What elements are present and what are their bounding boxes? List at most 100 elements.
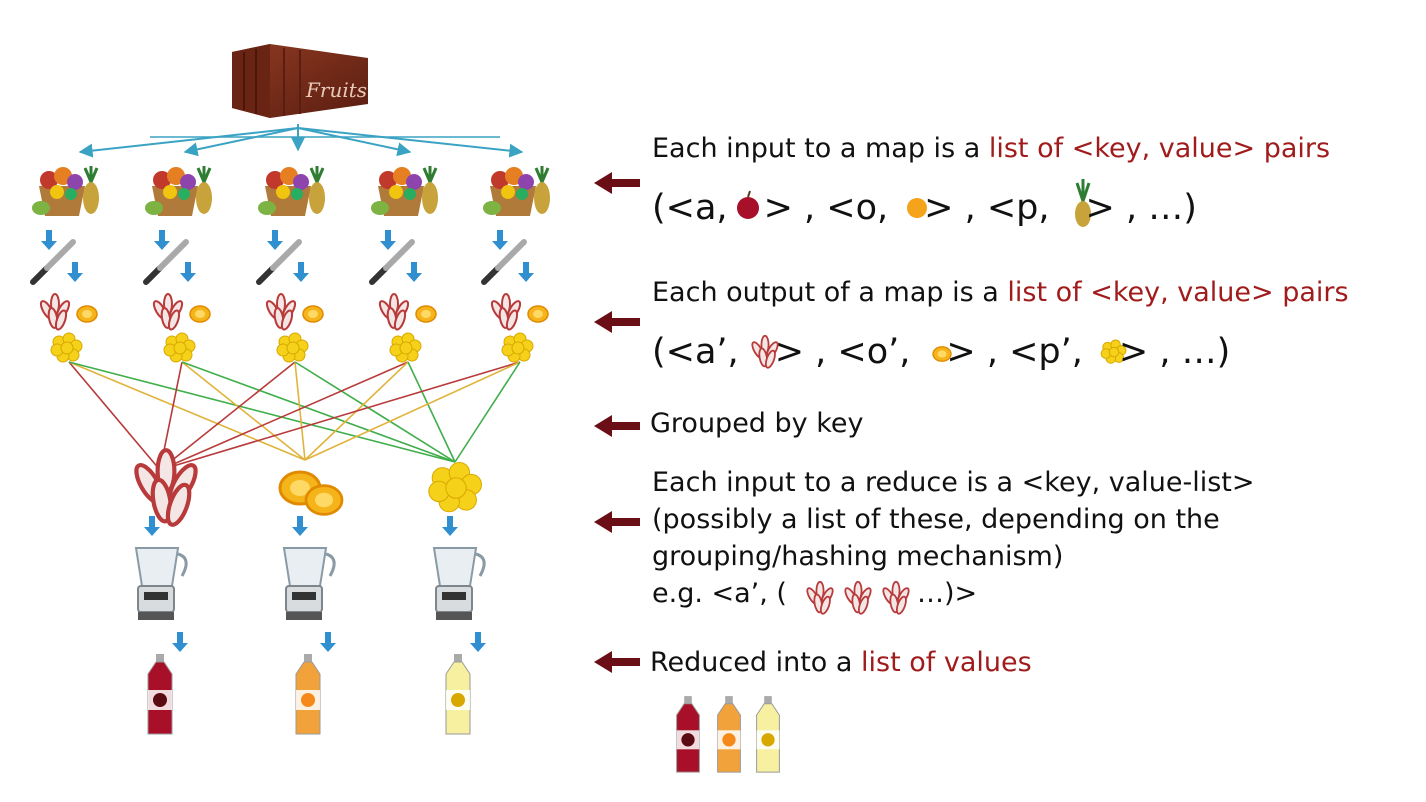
note-reduce-line-2: grouping/hashing mechanism) [652,541,1064,572]
juice-bottle-icon [445,654,471,735]
orange-slice-icon [189,305,211,323]
note-arrow-icon [594,415,640,437]
tuple-sep1: > , <o’, [774,332,911,372]
fruit-basket-icon [32,166,99,216]
note-map-input: Each input to a map is a list of <key, v… [652,132,1330,166]
note-arrow-icon [594,172,640,194]
orange-slice-icon [932,346,952,362]
apple-slice-icon [490,293,522,331]
apple-slice-icon [378,293,410,331]
tuple-close: > , …) [1085,188,1197,228]
note-arrow-icon [594,651,640,673]
reduce-column [278,470,344,735]
note-reduced: Reduced into a list of values [650,646,1032,680]
shuffle-lines [68,361,521,471]
down-arrow-icon [41,230,57,250]
apple-slice-icon [152,293,184,331]
container-icon: Fruits [232,44,368,118]
orange-slice-icon [527,305,549,323]
blender-icon [134,547,188,620]
map-column [256,166,325,363]
down-arrow-icon [267,230,283,250]
apple-slice-icon [844,580,872,615]
pineapple-chunk-icon [428,462,482,513]
note-reduce-example: e.g. <a’, ( …)> [652,577,977,611]
down-arrow-icon [470,632,486,652]
juice-bottle-icon [147,654,173,735]
fruit-basket-icon [258,166,325,216]
note-arrow-icon [594,311,640,333]
fanout-arrows [78,124,524,158]
reduce-column [134,448,198,735]
down-arrow-icon [406,262,422,282]
tuple-sep1: > , <o, [763,188,889,228]
fruit-basket-icon [483,166,550,216]
note-map-output-highlight: list of <key, value> pairs [1007,277,1349,308]
blender-icon [282,547,336,620]
apple-slice-icon [751,334,779,369]
orange-icon [907,198,927,218]
note-reduce-input-text: Each input to a reduce is a <key, value-… [652,467,1255,498]
blender-icon [432,547,486,620]
map-column [369,166,438,363]
container-label: Fruits [305,78,367,102]
apple-icon [737,190,759,219]
down-arrow-icon [492,230,508,250]
juice-bottle-icon [676,696,700,773]
down-arrow-icon [518,262,534,282]
down-arrow-icon [293,262,309,282]
fruit-basket-icon [371,166,438,216]
pineapple-chunk-icon [501,332,534,363]
map-output-tuple: (<a’, > , <o’, > , <p’, > , …) [652,330,1230,374]
apple-slice-icon [265,293,297,331]
knife-icon [481,239,527,285]
note-reduce-example-open: e.g. <a’, ( [652,578,787,609]
note-map-output: Each output of a map is a list of <key, … [652,276,1349,310]
down-arrow-icon [154,230,170,250]
pineapple-chunk-icon [276,332,309,363]
orange-slice-icon [304,484,344,516]
knife-icon [143,239,189,285]
tuple-open: (<a’, [652,332,739,372]
knife-icon [30,239,76,285]
down-arrow-icon [292,516,308,536]
note-grouped-text: Grouped by key [650,408,864,439]
pineapple-chunk-icon [163,332,196,363]
down-arrow-icon [380,230,396,250]
apple-slice-icon [134,448,198,527]
map-column [30,166,99,363]
orange-slice-icon [302,305,324,323]
pineapple-chunk-icon [1100,339,1127,364]
pineapple-icon [1075,179,1091,227]
tuple-sep2: > , <p’, [946,332,1083,372]
down-arrow-icon [67,262,83,282]
juice-bottle-icon [717,696,741,773]
fruit-basket-icon [145,166,212,216]
tuple-close: > , …) [1118,332,1231,372]
down-arrow-icon [320,632,336,652]
orange-slice-icon [76,305,98,323]
apple-slice-icon [882,580,910,615]
pineapple-chunk-icon [389,332,422,363]
reduce-column [428,462,486,735]
juice-bottle-icon [756,696,780,773]
note-reduced-highlight: list of values [861,647,1032,678]
tuple-open: (<a, [652,188,728,228]
note-reduce-input: Each input to a reduce is a <key, value-… [652,466,1255,500]
pineapple-chunk-icon [50,332,83,363]
note-arrow-icon [594,511,640,533]
map-column [481,166,550,363]
down-arrow-icon [180,262,196,282]
juice-bottle-icon [295,654,321,735]
knife-icon [256,239,302,285]
down-arrow-icon [144,516,160,536]
note-reduce-example-close: …)> [916,578,978,609]
note-map-output-text: Each output of a map is a [652,277,1008,308]
map-input-tuple: (<a,> , <o,> , <p,> , …) [652,186,1197,230]
map-column [143,166,212,363]
note-reduced-text: Reduced into a [650,647,862,678]
orange-slice-icon [415,305,437,323]
apple-slice-icon [806,580,834,615]
note-map-input-text: Each input to a map is a [652,133,989,164]
